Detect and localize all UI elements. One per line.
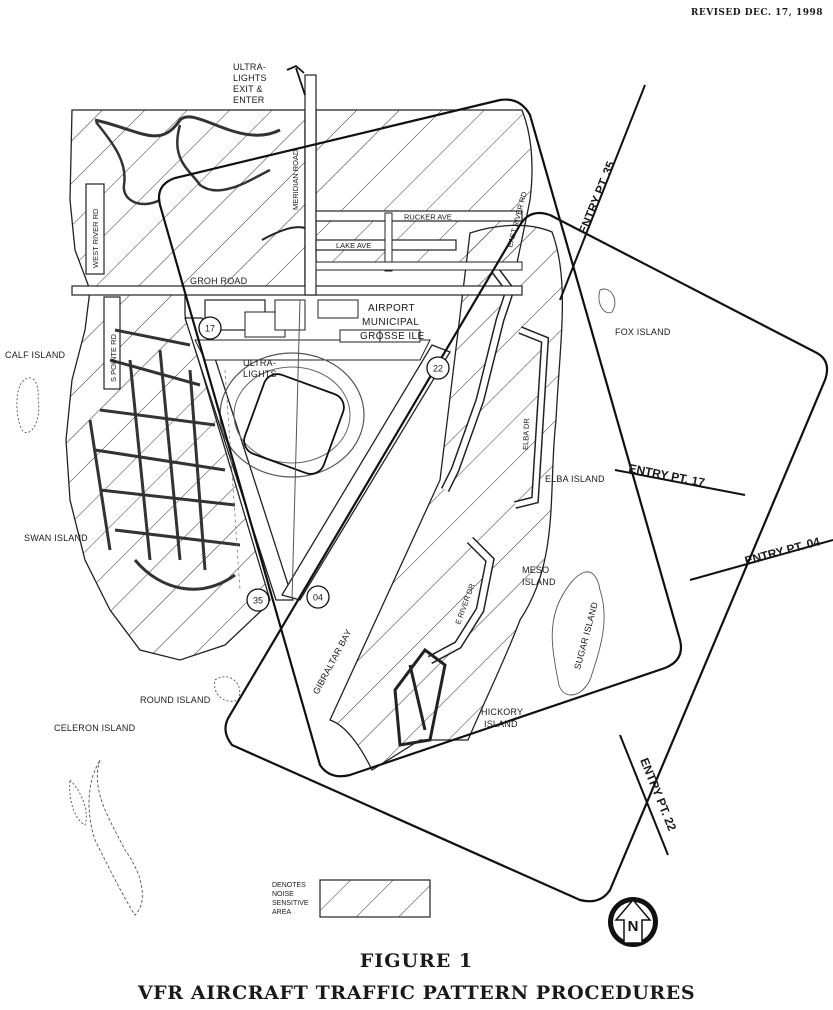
legend-line1: DENOTES — [272, 882, 306, 889]
revised-date: REVISED DEC. 17, 1998 — [690, 8, 823, 18]
grosse-ile-main-island — [65, 109, 533, 661]
north-arrow-icon: N — [608, 897, 658, 947]
grosse-ile-east-strip — [329, 224, 564, 771]
hickory-island-line1: HICKORY — [481, 707, 523, 717]
celeron-island-label: CELERON ISLAND — [54, 723, 136, 733]
swan-island-label: SWAN ISLAND — [24, 533, 88, 543]
traffic-pattern-b — [224, 211, 829, 903]
entry-pt-35-label: ENTRY PT. 35 — [576, 159, 618, 236]
airport-labels: AIRPORT MUNICIPAL GROSSE ILE ULTRA- LIGH… — [233, 62, 425, 379]
runway-17-label: 17 — [205, 324, 215, 334]
ultralights-exit-line1: ULTRA- — [233, 62, 266, 72]
airport-name-line3: GROSSE ILE — [360, 331, 425, 342]
entry-point-labels: ENTRY PT. 35 ENTRY PT. 17 ENTRY PT. 04 E… — [576, 159, 822, 833]
ultralights-exit-line3: EXIT & — [233, 84, 263, 94]
airport-name-line2: MUNICIPAL — [362, 317, 419, 328]
figure-number: FIGURE 1 — [359, 950, 474, 972]
meso-island-line2: ISLAND — [522, 577, 556, 587]
runway-markers: 17 22 35 04 — [198, 316, 450, 612]
figure-subtitle: VFR AIRCRAFT TRAFFIC PATTERN PROCEDURES — [137, 982, 696, 1004]
legend-line3: SENSITIVE — [272, 900, 309, 907]
hickory-island-line2: ISLAND — [484, 719, 518, 729]
entry-pt-04-label: ENTRY PT. 04 — [743, 534, 822, 568]
entry-line-04 — [689, 539, 833, 581]
west-river-road-label: WEST RIVER RD — [91, 208, 100, 268]
lake-ave-label: LAKE AVE — [336, 241, 371, 250]
runway-04-label: 04 — [313, 593, 323, 603]
round-island-label: ROUND ISLAND — [140, 695, 211, 705]
road-network — [71, 64, 523, 296]
elba-dr-label: ELBA DR — [521, 418, 531, 451]
calf-island-label: CALF ISLAND — [5, 350, 66, 360]
outlying-islands — [16, 288, 616, 916]
runway-22-label: 22 — [433, 364, 443, 374]
ultralights-area-line1: ULTRA- — [243, 358, 276, 368]
meridian-road-label: MERIDIAN ROAD — [291, 149, 300, 210]
sugar-island-label: SUGAR ISLAND — [572, 601, 600, 671]
s-pointe-road-label: S POINTE RD — [109, 333, 118, 382]
entry-pt-17-label: ENTRY PT. 17 — [627, 461, 706, 490]
meso-island-line1: MESO — [522, 565, 549, 575]
rucker-ave-label: RUCKER AVE — [404, 213, 452, 222]
entry-lines — [559, 84, 833, 856]
north-arrow-letter: N — [628, 918, 639, 935]
airport-name-line1: AIRPORT — [368, 303, 415, 314]
ultralights-exit-line2: LIGHTS — [233, 73, 267, 83]
runway-35-label: 35 — [253, 596, 263, 606]
legend: DENOTES NOISE SENSITIVE AREA — [272, 879, 431, 918]
entry-line-35 — [559, 84, 646, 301]
traffic-patterns — [157, 98, 829, 903]
entry-line-17 — [614, 469, 746, 496]
ultralights-exit-line4: ENTER — [233, 95, 265, 105]
elba-island-label: ELBA ISLAND — [545, 474, 605, 484]
legend-hatch-swatch — [319, 879, 431, 918]
ultralights-area-line2: LIGHTS — [243, 369, 277, 379]
groh-road-label: GROH ROAD — [190, 276, 248, 286]
fox-island-label: FOX ISLAND — [615, 327, 671, 337]
legend-line2: NOISE — [272, 891, 294, 898]
legend-line4: AREA — [272, 909, 291, 916]
entry-line-22 — [619, 734, 669, 856]
traffic-pattern-a — [157, 98, 683, 778]
